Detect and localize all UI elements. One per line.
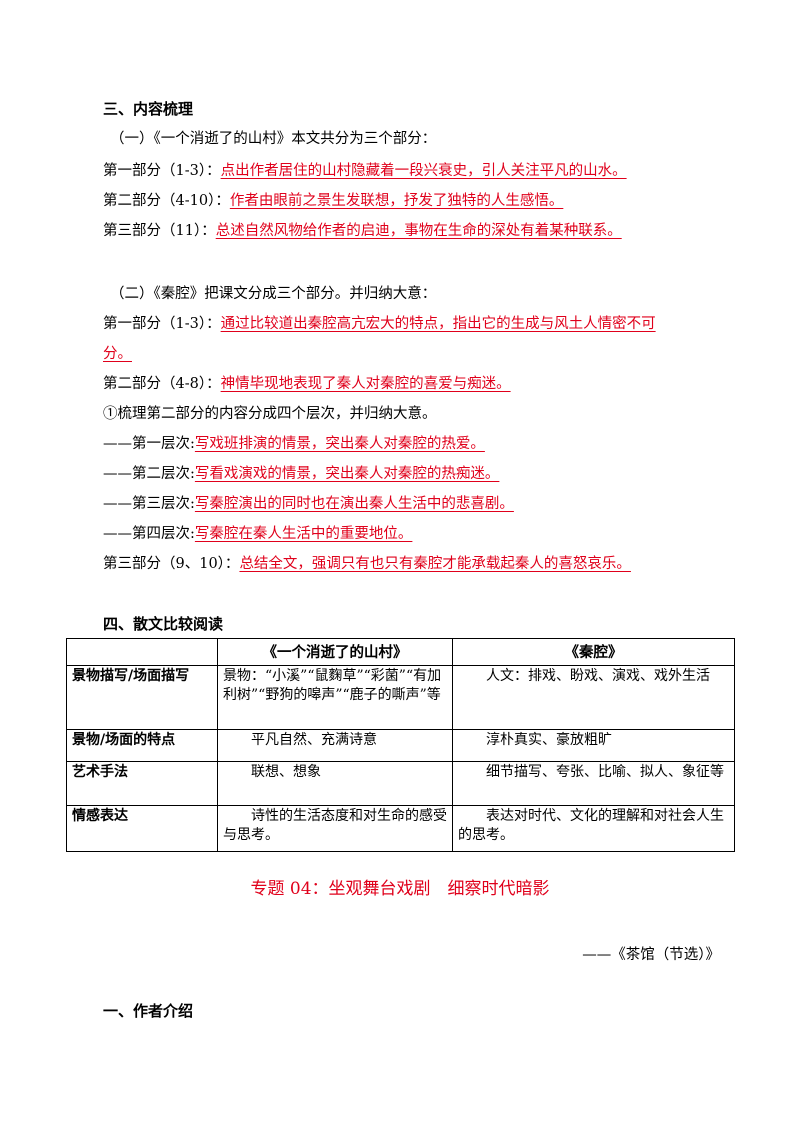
part-label: 第三部分（9、10）：: [103, 556, 240, 572]
cell-text: 淳朴真实、豪放粗旷: [486, 732, 612, 748]
qiancun-part3: 第三部分（11）：总述自然风物给作者的启迪，事物在生命的深处有着某种联系。: [103, 221, 622, 241]
qinqiang-part3: 第三部分（9、10）：总结全文，强调只有也只有秦腔才能承载起秦人的喜怒哀乐。: [103, 554, 631, 574]
table-header-row: 《一个消逝了的山村》 《秦腔》: [66, 638, 735, 666]
table-cell: 细节描写、夸张、比喻、拟人、象征等: [452, 761, 735, 806]
cell-text: 诗性的生活态度和对生命的感受与思考。: [223, 808, 447, 843]
row-head: 艺术手法: [66, 761, 218, 806]
qiancun-part2: 第二部分（4-10）：作者由眼前之景生发联想，抒发了独特的人生感悟。: [103, 191, 563, 211]
part-label: 第二部分（4-10）：: [103, 193, 230, 209]
layer-label: ——第四层次:: [103, 526, 195, 542]
table-cell: 诗性的生活态度和对生命的感受与思考。: [217, 805, 453, 852]
part-label: 第二部分（4-8）：: [103, 376, 221, 392]
table-header-cell: [66, 638, 218, 666]
part-answer-cont: 分。: [103, 346, 132, 362]
table-cell: 联想、想象: [217, 761, 453, 806]
part-answer: 总述自然风物给作者的启迪，事物在生命的深处有着某种联系。: [215, 223, 622, 239]
table-cell: 淳朴真实、豪放粗旷: [452, 729, 735, 762]
part-label: 第一部分（1-3）：: [103, 163, 221, 179]
section3-heading: 三、内容梳理: [103, 100, 194, 118]
comparison-table: 《一个消逝了的山村》 《秦腔》 景物描写/场面描写 景物：“小溪”“鼠麴草”“彩…: [66, 638, 735, 852]
cell-text: 平凡自然、充满诗意: [251, 732, 377, 748]
cell-text: 表达对时代、文化的理解和对社会人生的思考。: [458, 808, 724, 843]
table-row: 艺术手法 联想、想象 细节描写、夸张、比喻、拟人、象征等: [66, 761, 735, 806]
part-answer: 总结全文，强调只有也只有秦腔才能承载起秦人的喜怒哀乐。: [239, 556, 631, 572]
qinqiang-sub-intro: ①梳理第二部分的内容分成四个层次，并归纳大意。: [103, 406, 437, 422]
table-cell: 人文：排戏、盼戏、演戏、戏外生活: [452, 665, 735, 730]
table-cell: 平凡自然、充满诗意: [217, 729, 453, 762]
part-label: 第一部分（1-3）：: [103, 316, 221, 332]
layer-label: ——第三层次:: [103, 496, 195, 512]
table-header-cell: 《一个消逝了的山村》: [217, 638, 453, 666]
layer-answer: 写秦腔在秦人生活中的重要地位。: [194, 526, 413, 542]
row-head: 景物/场面的特点: [66, 729, 218, 762]
layer-answer: 写秦腔演出的同时也在演出秦人生活中的悲喜剧。: [194, 496, 514, 512]
table-row: 景物/场面的特点 平凡自然、充满诗意 淳朴真实、豪放粗旷: [66, 729, 735, 762]
qinqiang-part1: 第一部分（1-3）：通过比较道出秦腔高亢宏大的特点，指出它的生成与风土人情密不可: [103, 314, 656, 334]
section4-heading: 四、散文比较阅读: [103, 615, 224, 633]
table-row: 景物描写/场面描写 景物：“小溪”“鼠麴草”“彩菌”“有加利树”“野狗的嗥声”“…: [66, 665, 735, 730]
layer-answer: 写看戏演戏的情景，突出秦人对秦腔的热痴迷。: [194, 466, 500, 482]
qinqiang-part2: 第二部分（4-8）：神情毕现地表现了秦人对秦腔的喜爱与痴迷。: [103, 374, 511, 394]
layer-label: ——第一层次:: [103, 436, 195, 452]
cell-text: 人文：排戏、盼戏、演戏、戏外生活: [486, 668, 710, 684]
layer-label: ——第二层次:: [103, 466, 195, 482]
layer-answer: 写戏班排演的情景，突出秦人对秦腔的热爱。: [194, 436, 485, 452]
row-head: 情感表达: [66, 805, 218, 852]
qiancun-part1: 第一部分（1-3）：点出作者居住的山村隐藏着一段兴衰史，引人关注平凡的山水。: [103, 161, 627, 181]
qinqiang-intro: （二）《秦腔》把课文分成三个部分。并归纳大意：: [110, 286, 437, 302]
table-cell: 景物：“小溪”“鼠麴草”“彩菌”“有加利树”“野狗的嗥声”“鹿子的嘶声”等: [217, 665, 453, 730]
layer-3: ——第三层次:写秦腔演出的同时也在演出秦人生活中的悲喜剧。: [103, 494, 514, 514]
table-row: 情感表达 诗性的生活态度和对生命的感受与思考。 表达对时代、文化的理解和对社会人…: [66, 805, 735, 852]
layer-1: ——第一层次:写戏班排演的情景，突出秦人对秦腔的热爱。: [103, 434, 485, 454]
table-cell: 表达对时代、文化的理解和对社会人生的思考。: [452, 805, 735, 852]
part-label: 第三部分（11）：: [103, 223, 216, 239]
table-header-cell: 《秦腔》: [452, 638, 735, 666]
layer-4: ——第四层次:写秦腔在秦人生活中的重要地位。: [103, 524, 412, 544]
cell-text: 联想、想象: [251, 764, 321, 780]
topic-title: 专题 04：坐观舞台戏剧 细察时代暗影: [250, 879, 550, 899]
row-head: 景物描写/场面描写: [66, 665, 218, 730]
section1-heading: 一、作者介绍: [103, 1002, 194, 1020]
part-answer: 作者由眼前之景生发联想，抒发了独特的人生感悟。: [229, 193, 564, 209]
cell-text: 细节描写、夸张、比喻、拟人、象征等: [486, 764, 724, 780]
part-answer: 通过比较道出秦腔高亢宏大的特点，指出它的生成与风土人情密不可: [220, 316, 656, 332]
part-answer: 点出作者居住的山村隐藏着一段兴衰史，引人关注平凡的山水。: [220, 163, 627, 179]
qiancun-intro: （一）《一个消逝了的山村》本文共分为三个部分：: [110, 131, 437, 147]
topic-source: ——《茶馆（节选）》: [582, 947, 720, 963]
qinqiang-part1-cont: 分。: [103, 344, 132, 364]
part-answer: 神情毕现地表现了秦人对秦腔的喜爱与痴迷。: [220, 376, 511, 392]
layer-2: ——第二层次:写看戏演戏的情景，突出秦人对秦腔的热痴迷。: [103, 464, 499, 484]
